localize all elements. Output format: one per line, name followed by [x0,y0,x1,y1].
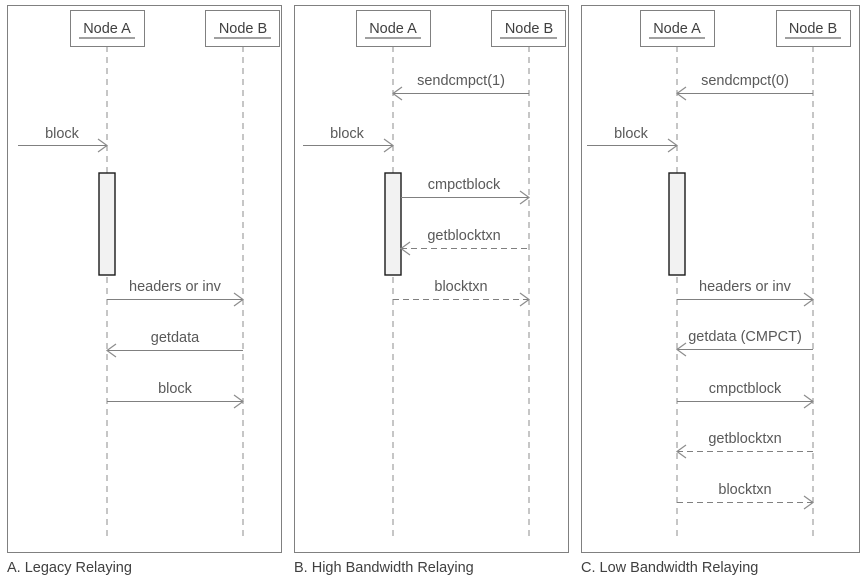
panel-c-actor-node-a[interactable]: Node A [640,10,715,47]
panel-c-message-1: headers or inv [677,279,815,307]
panel-b-actor-node-b[interactable]: Node B [491,10,566,47]
panel-c-actor-node-b[interactable]: Node B [776,10,851,47]
panel-b-caption: B. High Bandwidth Relaying [294,560,474,576]
panel-c-actor-node-a-label: Node A [653,21,701,37]
panel-b-message-0: sendcmpct(1) [391,73,529,101]
panel-a-actor-node-b-label: Node B [219,21,267,37]
panel-b-actor-node-b-label: Node B [505,21,553,37]
panel-a-message-ext-block-label: block [45,126,80,142]
panel-c-actor-node-b-label: Node B [789,21,837,37]
panel-a: Node A Node B block headers or inv getda… [7,5,282,576]
panel-a-message-ext-block: block [18,126,109,153]
panel-c-message-3-label: cmpctblock [709,381,782,397]
panel-b-message-3-label: blocktxn [434,279,487,295]
panel-c-message-2-label: getdata (CMPCT) [688,329,802,345]
panel-c-message-3: cmpctblock [677,381,815,409]
panel-a-activation-node-a [98,172,116,276]
panel-a-message-1-label: headers or inv [129,279,222,295]
panel-c-activation-node-a [668,172,686,276]
panel-b: Node A Node B sendcmpct(1) block cmpctbl… [294,5,569,576]
panel-c-message-5-label: blocktxn [718,482,771,498]
panel-b-message-0-label: sendcmpct(1) [417,73,505,89]
panel-c: Node A Node B sendcmpct(0) block headers… [581,5,860,576]
panel-c-caption: C. Low Bandwidth Relaying [581,560,758,576]
panel-b-actor-node-a[interactable]: Node A [356,10,431,47]
panel-b-actor-node-a-label: Node A [369,21,417,37]
panel-c-message-4: getblocktxn [675,431,813,459]
panel-b-message-2-label: getblocktxn [427,228,500,244]
panel-c-message-ext-block-label: block [614,126,649,142]
panel-c-message-0-label: sendcmpct(0) [701,73,789,89]
panel-c-message-0: sendcmpct(0) [675,73,813,101]
panel-b-message-1: cmpctblock [401,177,531,205]
panel-b-message-ext-block: block [303,126,395,153]
panel-a-caption: A. Legacy Relaying [7,560,132,576]
panel-a-actor-node-b[interactable]: Node B [205,10,280,47]
panel-b-message-ext-block-label: block [330,126,365,142]
panel-a-frame [7,5,282,553]
panel-b-frame [294,5,569,553]
panel-b-message-1-label: cmpctblock [428,177,501,193]
panel-b-message-3: blocktxn [393,279,531,307]
panel-b-activation-node-a [384,172,402,276]
panel-c-message-ext-block: block [587,126,679,153]
panel-a-message-3-label: block [158,381,193,397]
panel-a-message-2: getdata [105,330,243,358]
panel-a-actor-node-a[interactable]: Node A [70,10,145,47]
panel-b-message-2: getblocktxn [399,228,529,256]
panel-a-message-2-label: getdata [151,330,200,346]
panel-a-message-1: headers or inv [107,279,245,307]
panel-c-message-1-label: headers or inv [699,279,792,295]
panel-c-message-2: getdata (CMPCT) [675,329,813,357]
panel-c-message-5: blocktxn [677,482,815,510]
panel-c-frame [581,5,860,553]
panel-a-actor-node-a-label: Node A [83,21,131,37]
panel-c-message-4-label: getblocktxn [708,431,781,447]
panel-a-message-3: block [107,381,245,409]
